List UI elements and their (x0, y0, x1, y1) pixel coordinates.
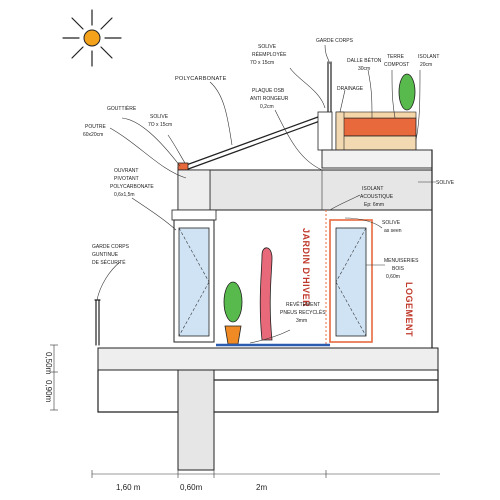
label-terre-compost: TERRE (387, 54, 405, 60)
pink-plant (259, 247, 273, 341)
green-plant (223, 281, 243, 323)
left-guardrail (94, 299, 101, 346)
label-logement: LOGEMENT (404, 282, 414, 337)
svg-text:Ep: 6mm: Ep: 6mm (364, 202, 384, 208)
label-plaque-osb: PLAQUE OSB (252, 88, 285, 94)
green-roof-layers (317, 73, 417, 151)
svg-text:as seen: as seen (384, 228, 402, 234)
plant-pot (224, 325, 242, 345)
label-garde-corps-left: GARDE CORPS (92, 244, 130, 250)
svg-text:0,2cm: 0,2cm (260, 104, 274, 110)
svg-text:20cm: 20cm (420, 62, 432, 68)
poutre-beam (177, 169, 211, 211)
label-menuiseries: MENUISERIES (384, 258, 419, 264)
svg-text:3mm: 3mm (296, 318, 307, 324)
annotation-labels: GARDE CORPS SOLIVE RÉEMPLOYÉE 7O x 15cm … (44, 38, 455, 492)
dimension-lines (50, 344, 440, 478)
label-polycarbonate: POLYCARBONATE (175, 76, 227, 82)
polycarbonate-roof (177, 116, 321, 173)
label-gouttiere: GOUTTIÈRE (107, 105, 137, 112)
svg-text:PNEUS RECYCLÉS: PNEUS RECYCLÉS (280, 309, 326, 316)
svg-text:POLYCARBONATE: POLYCARBONATE (110, 184, 154, 190)
pivoting-window-left (173, 219, 215, 343)
svg-text:BOIS: BOIS (392, 266, 405, 272)
label-isolant-top: ISOLANT (418, 54, 439, 60)
svg-text:7O x 15cm: 7O x 15cm (148, 122, 172, 128)
label-garde-corps-top: GARDE CORPS (316, 38, 354, 44)
label-drainage: DRAINAGE (337, 86, 364, 92)
dim-horizontal-3: 2m (256, 483, 267, 492)
label-solive-remployee: SOLIVE (258, 44, 277, 50)
dim-horizontal-1: 1,60 m (116, 483, 141, 492)
svg-text:GUNTINUE: GUNTINUE (92, 252, 119, 258)
svg-text:PIVOTANT: PIVOTANT (114, 176, 139, 182)
floor-slab (97, 343, 439, 471)
top-guardrail (327, 61, 332, 113)
svg-text:60x20cm: 60x20cm (83, 132, 103, 138)
soil-layer (335, 117, 417, 137)
upper-slab (177, 149, 433, 211)
roof-plant (398, 73, 416, 111)
label-revetement: REVÊTEMENT (286, 300, 320, 308)
label-isolant-acoustique: ISOLANT (362, 186, 383, 192)
svg-text:0,6x1,5m: 0,6x1,5m (114, 192, 135, 198)
svg-text:RÉEMPLOYÉE: RÉEMPLOYÉE (252, 51, 287, 58)
dim-horizontal-2: 0,60m (180, 483, 203, 492)
label-solive-right: SOLIVE (436, 180, 455, 186)
sun-icon (62, 9, 122, 67)
label-dalle-beton: DALLE BÉTON (347, 57, 382, 64)
svg-text:DE SÉCURITÉ: DE SÉCURITÉ (92, 259, 126, 266)
lintel (171, 209, 217, 221)
label-jardin-hiver: JARDIN D'HIVER (301, 228, 311, 307)
wood-window-right (325, 210, 373, 345)
label-ouvrant: OUVRANT (114, 168, 138, 174)
label-solive-mid: SOLIVE (150, 114, 169, 120)
label-poutre: POUTRE (85, 124, 107, 130)
dim-vertical-1: 0,50m (44, 352, 53, 375)
svg-text:ANTI RONGEUR: ANTI RONGEUR (250, 96, 289, 102)
dim-vertical-2: 0,90m (44, 380, 53, 403)
svg-text:7O x 15cm: 7O x 15cm (250, 60, 274, 66)
svg-text:30cm: 30cm (358, 66, 370, 72)
svg-text:0,60m: 0,60m (386, 274, 400, 280)
svg-text:ACOUSTIQUE: ACOUSTIQUE (360, 194, 394, 200)
foundation-pier (177, 369, 215, 471)
svg-text:COMPOST: COMPOST (384, 62, 409, 68)
label-solive-as-seen: SOLIVE (382, 220, 401, 226)
insulation-layer (335, 135, 417, 151)
leader-lines (96, 44, 436, 344)
interior-plants (223, 247, 273, 345)
